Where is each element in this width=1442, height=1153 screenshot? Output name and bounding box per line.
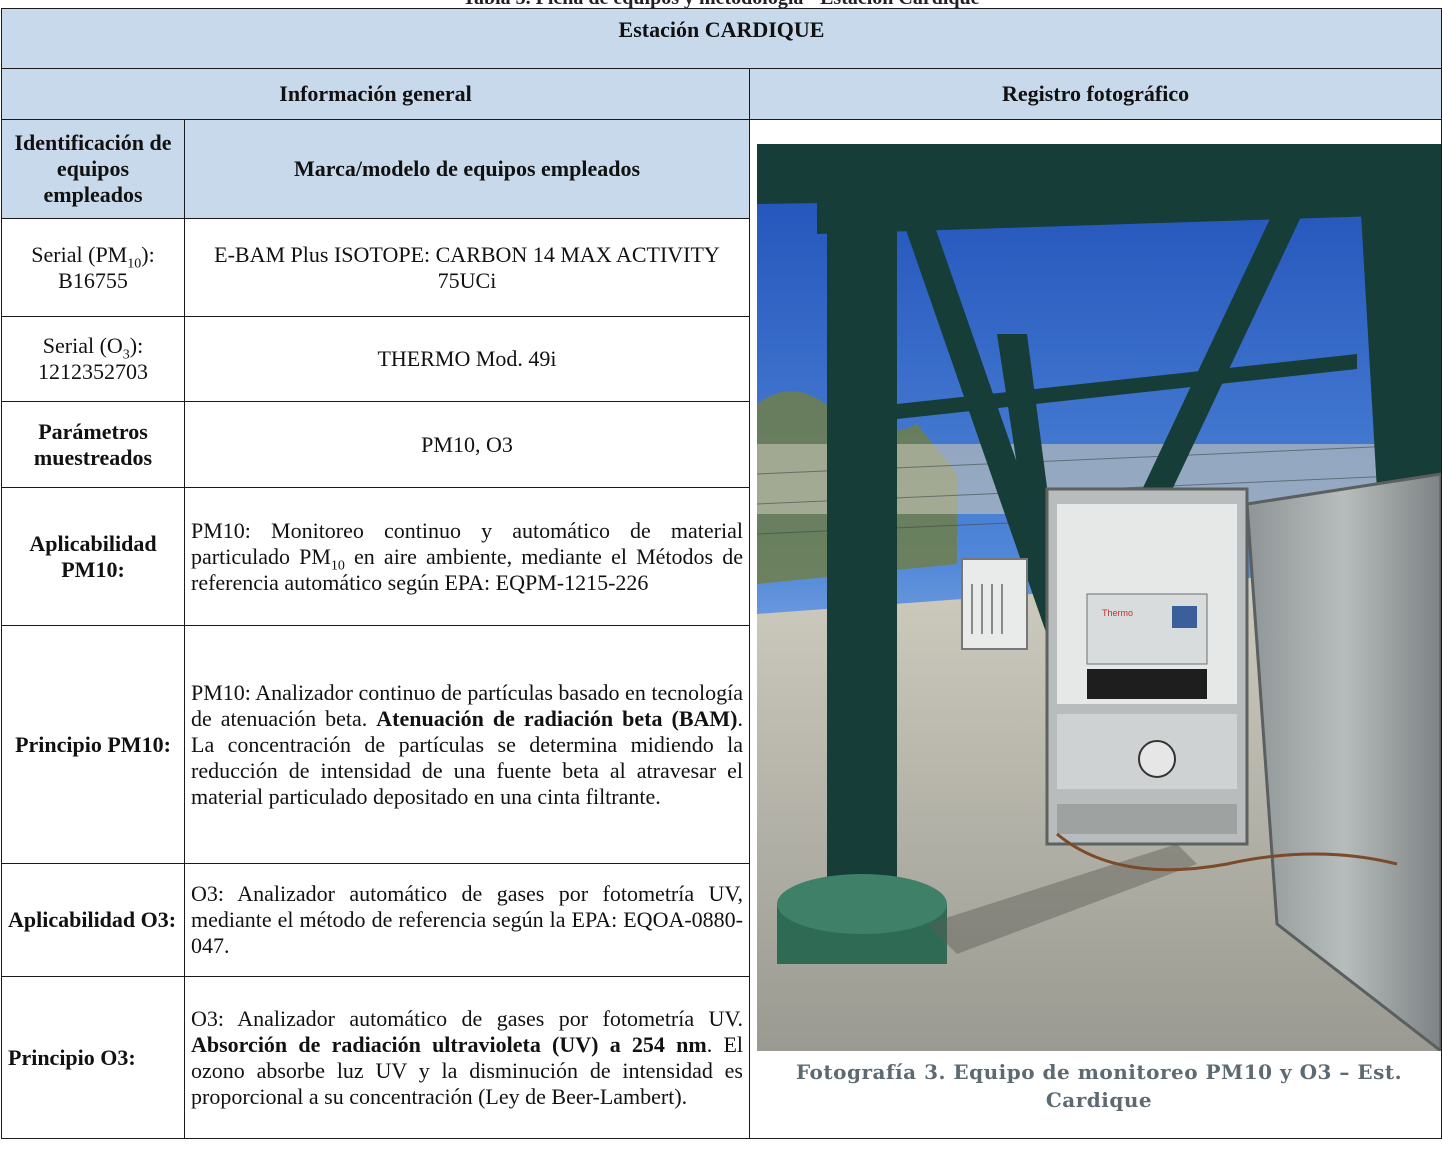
pm10-serial-value: B16755 (58, 267, 128, 293)
app-o3-label: Aplicabilidad O3: (1, 863, 185, 977)
params-label: Parámetros muestreados (1, 401, 185, 488)
pm10-serial-cell: Serial (PM10): B16755 (1, 218, 185, 317)
thermo-logo: Thermo (1102, 608, 1133, 618)
pm10-subscript: 10 (330, 557, 345, 573)
o3-serial-value: 1212352703 (38, 359, 148, 384)
monitoring-station-photo-illustration: Thermo (757, 144, 1441, 1051)
table-caption: Tabla 3. Ficha de equipos y metodología … (0, 0, 1442, 11)
o3-serial-cell: Serial (O3):1212352703 (1, 316, 185, 402)
brand-model-header: Marca/modelo de equipos empleados (184, 119, 750, 219)
station-title: Estación CARDIQUE (0, 8, 1442, 69)
app-pm10-text: PM10: Monitoreo continuo y automático de… (184, 487, 750, 626)
prin-o3-text-b: . El ozono absorbe luz UV y la disminuci… (191, 1031, 743, 1109)
prin-pm10-text-a: PM10: Analizador continuo de partículas … (191, 679, 743, 731)
o3-model: THERMO Mod. 49i (184, 316, 750, 402)
station-photo: Thermo (757, 144, 1441, 1051)
o3-serial-label: Serial (O (42, 333, 123, 358)
prin-pm10-text: PM10: Analizador continuo de partículas … (184, 625, 750, 864)
o3-serial-suffix: ): (129, 333, 144, 358)
prin-o3-text: O3: Analizador automático de gases por f… (184, 976, 750, 1139)
prin-o3-bold: Absorción de radiación ultravioleta (UV)… (191, 1031, 707, 1057)
prin-pm10-text-b: . La concentración de partículas se dete… (191, 705, 743, 809)
general-info-header: Información general (1, 68, 750, 120)
pm10-model: E-BAM Plus ISOTOPE: CARBON 14 MAX ACTIVI… (184, 218, 750, 317)
app-pm10-label: Aplicabilidad PM10: (1, 487, 185, 626)
photo-cell: Thermo (748, 119, 1442, 1139)
prin-pm10-bold: Atenuación de radiación beta (BAM) (376, 705, 738, 731)
photo-caption: Fotografía 3. Equipo de monitoreo PM10 y… (795, 1060, 1403, 1112)
app-pm10-text-b: en aire ambiente, mediante el Métodos de… (191, 543, 743, 595)
pm10-serial-suffix: ): (141, 241, 155, 267)
photo-record-header: Registro fotográfico (748, 68, 1442, 120)
o3-subscript: 3 (122, 347, 130, 363)
app-o3-text: O3: Analizador automático de gases por f… (184, 863, 750, 977)
prin-o3-text-a: O3: Analizador automático de gases por f… (191, 1005, 743, 1031)
pm10-subscript: 10 (127, 255, 142, 271)
prin-o3-label: Principio O3: (1, 976, 185, 1139)
params-value: PM10, O3 (184, 401, 750, 488)
equipment-sheet-table: Estación CARDIQUE Información general Re… (0, 8, 1442, 1139)
prin-pm10-label: Principio PM10: (1, 625, 185, 864)
app-pm10-text-a: PM10: Monitoreo continuo y automático de… (191, 517, 743, 569)
equipment-id-header: Identificación de equipos empleados (1, 119, 185, 219)
pm10-serial-label: Serial (PM (31, 241, 128, 267)
